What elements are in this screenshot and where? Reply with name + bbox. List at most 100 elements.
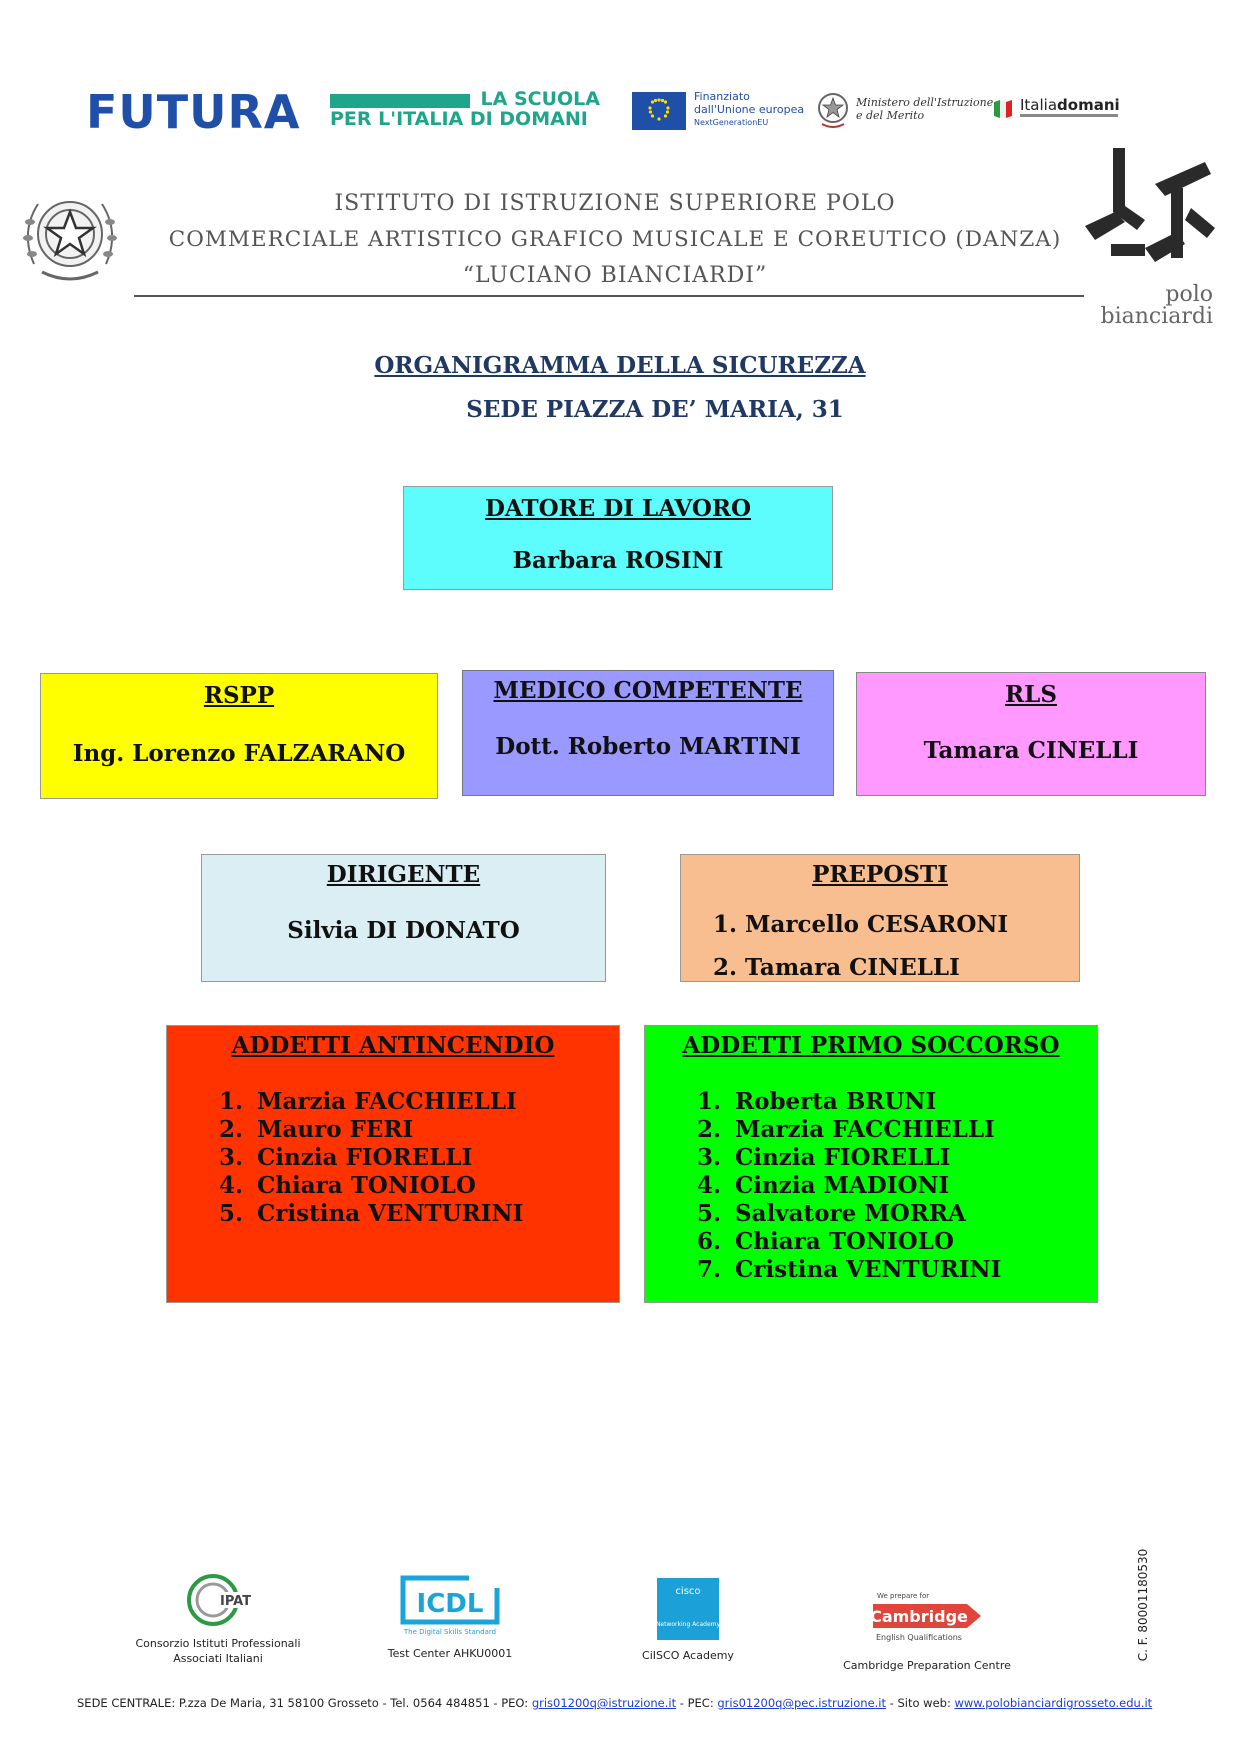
domani-text: domani xyxy=(1057,96,1120,114)
cambridge-logo: We prepare for Cambridge English Qualifi… xyxy=(832,1588,1022,1673)
icdl-logo: ICDL The Digital Skills Standard Test Ce… xyxy=(370,1572,530,1661)
list-item: 5.Salvatore MORRA xyxy=(697,1200,1001,1228)
page-subtitle: SEDE PIAZZA DE’ MARIA, 31 xyxy=(0,396,1240,423)
list-item: 1. Marzia FACCHIELLI xyxy=(219,1088,523,1116)
republic-emblem-icon xyxy=(16,182,124,292)
preposti-list: 1. Marcello CESARONI 2. Tamara CINELLI xyxy=(713,903,1008,989)
cambridge-logo-text: Cambridge xyxy=(870,1607,968,1626)
list-number: 3. xyxy=(697,1144,722,1171)
icdl-logo-text: ICDL xyxy=(417,1589,484,1619)
list-number: 7. xyxy=(697,1256,722,1283)
rls-box: RLS Tamara CINELLI xyxy=(856,672,1206,796)
school-header: ISTITUTO DI ISTRUZIONE SUPERIORE POLO CO… xyxy=(150,186,1080,294)
list-item-name: Cinzia FIORELLI xyxy=(257,1144,473,1171)
polo-bianciardi-wordmark: polo bianciardi xyxy=(1085,284,1213,328)
website-link[interactable]: www.polobianciardigrosseto.edu.it xyxy=(954,1696,1153,1710)
cambridge-icon: We prepare for Cambridge English Qualifi… xyxy=(870,1592,981,1642)
footer-contact-line: SEDE CENTRALE: P.zza De Maria, 31 58100 … xyxy=(77,1696,1197,1710)
list-item-name: Marzia FACCHIELLI xyxy=(257,1088,517,1115)
polo-bianciardi-logo-icon xyxy=(1085,148,1215,318)
peo-email-link[interactable]: gris01200q@istruzione.it xyxy=(531,1696,677,1710)
soccorso-heading: ADDETTI PRIMO SOCCORSO xyxy=(682,1032,1060,1059)
list-number: 6. xyxy=(697,1228,722,1255)
list-item: 4.Cinzia MADIONI xyxy=(697,1172,1001,1200)
list-item: 2. Tamara CINELLI xyxy=(713,954,960,981)
school-line1: ISTITUTO DI ISTRUZIONE SUPERIORE POLO xyxy=(334,191,896,216)
cambridge-caption: Cambridge Preparation Centre xyxy=(843,1659,1011,1672)
school-line3: “LUCIANO BIANCIARDI” xyxy=(462,263,768,288)
list-item-name: Chiara TONIOLO xyxy=(735,1228,954,1255)
rls-name: Tamara CINELLI xyxy=(923,737,1139,764)
list-item-name: Cinzia FIORELLI xyxy=(735,1144,951,1171)
codice-fiscale: C. F. 80001180530 xyxy=(1128,1540,1158,1670)
rls-heading: RLS xyxy=(1005,681,1057,708)
icdl-caption: Test Center AHKU0001 xyxy=(387,1647,513,1660)
medico-competente-box: MEDICO COMPETENTE Dott. Roberto MARTINI xyxy=(462,670,834,796)
cipat-logo: IPAT Consorzio Istituti Professionali As… xyxy=(118,1570,318,1666)
italia-domani-subline xyxy=(1020,114,1118,117)
scuola-logo-line1: LA SCUOLA xyxy=(480,88,600,110)
list-item: 5. Cristina VENTURINI xyxy=(219,1200,523,1228)
addetti-antincendio-box: ADDETTI ANTINCENDIO 1. Marzia FACCHIELLI … xyxy=(166,1025,620,1303)
eu-line2: dall'Unione europea xyxy=(694,103,805,116)
ministry-line1: Ministero dell'Istruzione xyxy=(856,96,994,109)
list-item: 3. Cinzia FIORELLI xyxy=(697,1144,1001,1172)
pec-email-link[interactable]: gris01200q@pec.istruzione.it xyxy=(717,1696,887,1710)
page-subtitle-text: SEDE PIAZZA DE’ MARIA, 31 xyxy=(466,396,844,423)
datore-name: Barbara ROSINI xyxy=(512,547,724,574)
polo-word: polo xyxy=(1165,282,1213,307)
school-line2: COMMERCIALE ARTISTICO GRAFICO MUSICALE E… xyxy=(168,227,1062,252)
cisco-icon: cisco Networking Academy xyxy=(656,1578,721,1640)
header-divider xyxy=(134,295,1084,297)
list-item: 3. Cinzia FIORELLI xyxy=(219,1144,523,1172)
list-number: 5. xyxy=(219,1200,244,1227)
italia-flag-icon xyxy=(992,98,1014,120)
list-number: 5. xyxy=(697,1200,722,1227)
page-title: ORGANIGRAMMA DELLA SICUREZZA xyxy=(0,352,1240,379)
italia-domani-logo: Italiadomani xyxy=(1020,96,1120,114)
codice-fiscale-text: C. F. 80001180530 xyxy=(1136,1548,1150,1662)
list-item: 1. Roberta BRUNI xyxy=(697,1088,1001,1116)
scuola-logo-bar xyxy=(330,94,470,108)
rspp-name: Ing. Lorenzo FALZARANO xyxy=(72,740,406,767)
datore-di-lavoro-box: DATORE DI LAVORO Barbara ROSINI xyxy=(403,486,833,590)
eu-flag-icon xyxy=(632,92,686,130)
cipat-logo-text: IPAT xyxy=(220,1594,251,1609)
list-number: 4. xyxy=(219,1172,244,1199)
list-number: 2. xyxy=(219,1116,244,1143)
list-item: 2.Marzia FACCHIELLI xyxy=(697,1116,1001,1144)
list-item-name: Cristina VENTURINI xyxy=(257,1200,524,1227)
cipat-caption-1: Consorzio Istituti Professionali xyxy=(135,1637,301,1650)
sede-web-label: - Sito web: xyxy=(886,1696,955,1710)
rspp-box: RSPP Ing. Lorenzo FALZARANO xyxy=(40,673,438,799)
list-item-name: Roberta BRUNI xyxy=(735,1088,937,1115)
medico-heading: MEDICO COMPETENTE xyxy=(493,677,803,704)
dirigente-box: DIRIGENTE Silvia DI DONATO xyxy=(201,854,606,982)
list-item: 7. Cristina VENTURINI xyxy=(697,1256,1001,1284)
dirigente-name: Silvia DI DONATO xyxy=(287,917,520,944)
preposti-box: PREPOSTI 1. Marcello CESARONI 2. Tamara … xyxy=(680,854,1080,982)
dirigente-heading: DIRIGENTE xyxy=(326,861,481,888)
medico-name: Dott. Roberto MARTINI xyxy=(495,733,801,760)
page-title-text: ORGANIGRAMMA DELLA SICUREZZA xyxy=(374,352,866,379)
list-item-name: Marzia FACCHIELLI xyxy=(735,1116,995,1143)
antincendio-heading: ADDETTI ANTINCENDIO xyxy=(231,1032,555,1059)
sede-pec-label: - PEC: xyxy=(676,1696,718,1710)
list-number: 1. xyxy=(697,1088,722,1115)
list-number: 3. xyxy=(219,1144,244,1171)
list-item: 6. Chiara TONIOLO xyxy=(697,1228,1001,1256)
italia-text: Italia xyxy=(1020,96,1058,114)
list-item: 2.Mauro FERI xyxy=(219,1116,523,1144)
list-number: 1. xyxy=(219,1088,244,1115)
icdl-icon: ICDL The Digital Skills Standard xyxy=(400,1574,501,1636)
datore-heading: DATORE DI LAVORO xyxy=(484,495,752,522)
list-item: 1. Marcello CESARONI xyxy=(713,911,1009,938)
antincendio-list: 1. Marzia FACCHIELLI 2.Mauro FERI 3. Cinzi… xyxy=(219,1088,523,1228)
cisco-logo-text: cisco xyxy=(675,1586,700,1597)
cambridge-top-text: We prepare for xyxy=(877,1592,929,1600)
cisco-sub-text: Networking Academy xyxy=(656,1621,721,1628)
list-number: 4. xyxy=(697,1172,722,1199)
list-item-name: Cristina VENTURINI xyxy=(735,1256,1002,1283)
cipat-icon: IPAT xyxy=(187,1574,253,1626)
scuola-italia-domani-logo: LA SCUOLA PER L'ITALIA DI DOMANI xyxy=(330,88,600,134)
